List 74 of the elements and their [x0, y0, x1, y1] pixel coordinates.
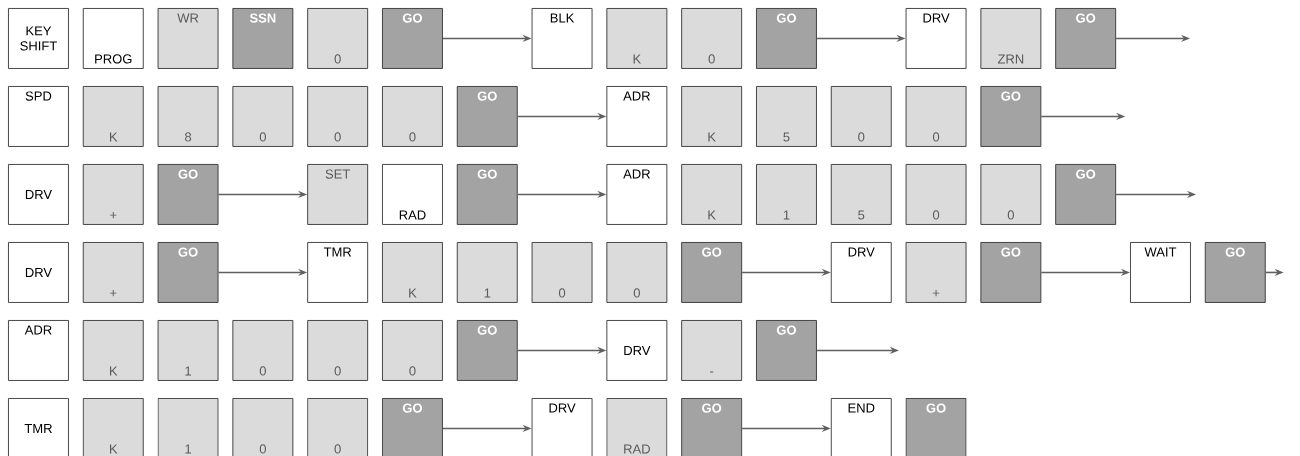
key-box: GO	[456, 86, 518, 147]
key-box: GO	[1055, 8, 1117, 69]
key-box: END	[830, 398, 892, 456]
key-box: K	[681, 164, 743, 225]
key-box: 0	[905, 164, 967, 225]
key-box: DRV	[8, 164, 69, 225]
key-box: -	[681, 320, 743, 381]
key-box: 0	[531, 242, 593, 303]
key-box: GO	[681, 242, 743, 303]
key-box: 0	[232, 320, 294, 381]
key-box: WR	[157, 8, 219, 69]
key-box: GO	[456, 320, 518, 381]
key-box: 0	[382, 320, 443, 381]
key-box: 0	[307, 398, 369, 456]
key-box: 1	[456, 242, 518, 303]
key-box: ADR	[606, 86, 668, 147]
key-box: GO	[756, 320, 817, 381]
key-box: GO	[157, 164, 219, 225]
key-box: GO	[1204, 242, 1266, 303]
key-box: PROG	[82, 8, 144, 69]
key-box: 8	[157, 86, 219, 147]
key-box: +	[905, 242, 967, 303]
key-box: 5	[756, 86, 817, 147]
key-box: SSN	[232, 8, 294, 69]
key-box: GO	[681, 398, 743, 456]
key-box: 0	[382, 86, 443, 147]
key-box: 1	[157, 320, 219, 381]
key-box: 0	[905, 86, 967, 147]
key-box: 1	[157, 398, 219, 456]
key-box: GO	[382, 398, 443, 456]
key-box: 0	[980, 164, 1042, 225]
key-box: GO	[980, 242, 1042, 303]
key-box: TMR	[8, 398, 69, 456]
key-box: GO	[905, 398, 967, 456]
key-box: RAD	[382, 164, 443, 225]
key-box: GO	[157, 242, 219, 303]
key-box: ADR	[8, 320, 69, 381]
key-box: GO	[1055, 164, 1117, 225]
key-box: BLK	[531, 8, 593, 69]
key-box: 0	[307, 86, 369, 147]
key-box: DRV	[8, 242, 69, 303]
key-box: K	[82, 398, 144, 456]
key-box: DRV	[830, 242, 892, 303]
key-box: DRV	[905, 8, 967, 69]
key-box: 0	[830, 86, 892, 147]
key-box: +	[82, 242, 144, 303]
key-box: 1	[756, 164, 817, 225]
key-box: 0	[307, 320, 369, 381]
key-box: GO	[980, 86, 1042, 147]
key-box: 0	[606, 242, 668, 303]
key-box: SPD	[8, 86, 69, 147]
key-box: K	[382, 242, 443, 303]
key-box: ZRN	[980, 8, 1042, 69]
key-box: GO	[382, 8, 443, 69]
key-box: KEY SHIFT	[8, 8, 69, 69]
key-box: RAD	[606, 398, 668, 456]
key-box: K	[606, 8, 668, 69]
key-box: GO	[756, 8, 817, 69]
key-box: 0	[681, 8, 743, 69]
key-box: K	[82, 320, 144, 381]
key-box: K	[82, 86, 144, 147]
key-box: DRV	[606, 320, 668, 381]
key-box: TMR	[307, 242, 369, 303]
key-box: WAIT	[1130, 242, 1191, 303]
key-box: +	[82, 164, 144, 225]
key-box: 0	[232, 86, 294, 147]
key-box: SET	[307, 164, 369, 225]
key-box: 0	[232, 398, 294, 456]
key-box: DRV	[531, 398, 593, 456]
key-box: 0	[307, 8, 369, 69]
key-box: ADR	[606, 164, 668, 225]
key-box: K	[681, 86, 743, 147]
key-box: GO	[456, 164, 518, 225]
key-box: 5	[830, 164, 892, 225]
